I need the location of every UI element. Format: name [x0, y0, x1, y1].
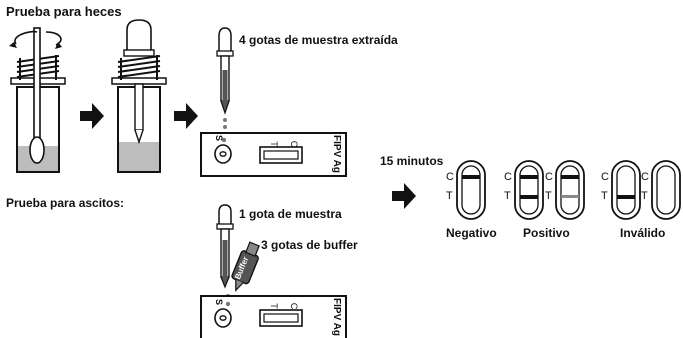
dropper-icon-feces: [216, 27, 234, 129]
result-strip-positive-strong: [514, 160, 544, 220]
t-letter-invalid-2: T: [641, 190, 648, 202]
result-positive-label: Positivo: [523, 226, 570, 240]
t-letter-negative: T: [446, 190, 453, 202]
arrow-icon-1: [80, 103, 104, 129]
control-line: [462, 175, 480, 179]
sample-marker-2: S: [214, 299, 224, 305]
t-letter-positive-1: T: [504, 190, 511, 202]
control-line: [520, 175, 538, 179]
feces-drops-instruction: 4 gotas de muestra extraída: [239, 33, 398, 47]
c-letter-invalid-2: C: [641, 171, 649, 183]
arrow-icon-3: [392, 183, 416, 209]
result-strip-positive-weak: [555, 160, 585, 220]
c-letter-positive-1: C: [504, 171, 512, 183]
result-strip-invalid-2: [651, 160, 681, 220]
cassette-c-label-1: C: [289, 141, 299, 148]
result-invalid-label: Inválido: [620, 226, 666, 240]
cassette-brand-1: FIPV Ag: [331, 135, 342, 173]
cassette-t-label-2: T: [269, 303, 279, 309]
wait-time-label: 15 minutos: [380, 154, 444, 168]
c-letter-negative: C: [446, 171, 454, 183]
sample-marker-1: S: [214, 135, 224, 141]
cassette-c-label-2: C: [289, 303, 299, 310]
rotate-arrow-icon: [9, 30, 62, 49]
result-strip-invalid-1: [611, 160, 641, 220]
tube-with-dropper-cap: [111, 19, 167, 173]
dropper-icon-ascites: [216, 204, 234, 289]
c-letter-positive-2: C: [545, 171, 553, 183]
feces-test-title: Prueba para heces: [6, 4, 122, 19]
ascites-test-title: Prueba para ascitos:: [6, 196, 125, 210]
buffer-bottle-icon: [226, 241, 260, 300]
c-letter-invalid-1: C: [601, 171, 609, 183]
t-letter-positive-2: T: [545, 190, 552, 202]
test-cassette-2: [200, 295, 347, 338]
ascites-buffer-instruction: 3 gotas de buffer: [261, 238, 358, 252]
result-strip-negative: [456, 160, 486, 220]
cassette-brand-2: FIPV Ag: [331, 298, 342, 336]
test-cassette-1: [200, 132, 347, 177]
test-line: [520, 195, 538, 199]
control-line: [561, 175, 579, 179]
result-negative-label: Negativo: [446, 226, 497, 240]
tube-with-swab: [10, 27, 66, 173]
test-line: [617, 195, 635, 199]
t-letter-invalid-1: T: [601, 190, 608, 202]
ascites-sample-instruction: 1 gota de muestra: [239, 207, 342, 221]
test-line: [561, 195, 579, 198]
arrow-icon-2: [174, 103, 198, 129]
cassette-t-label-1: T: [269, 141, 279, 147]
